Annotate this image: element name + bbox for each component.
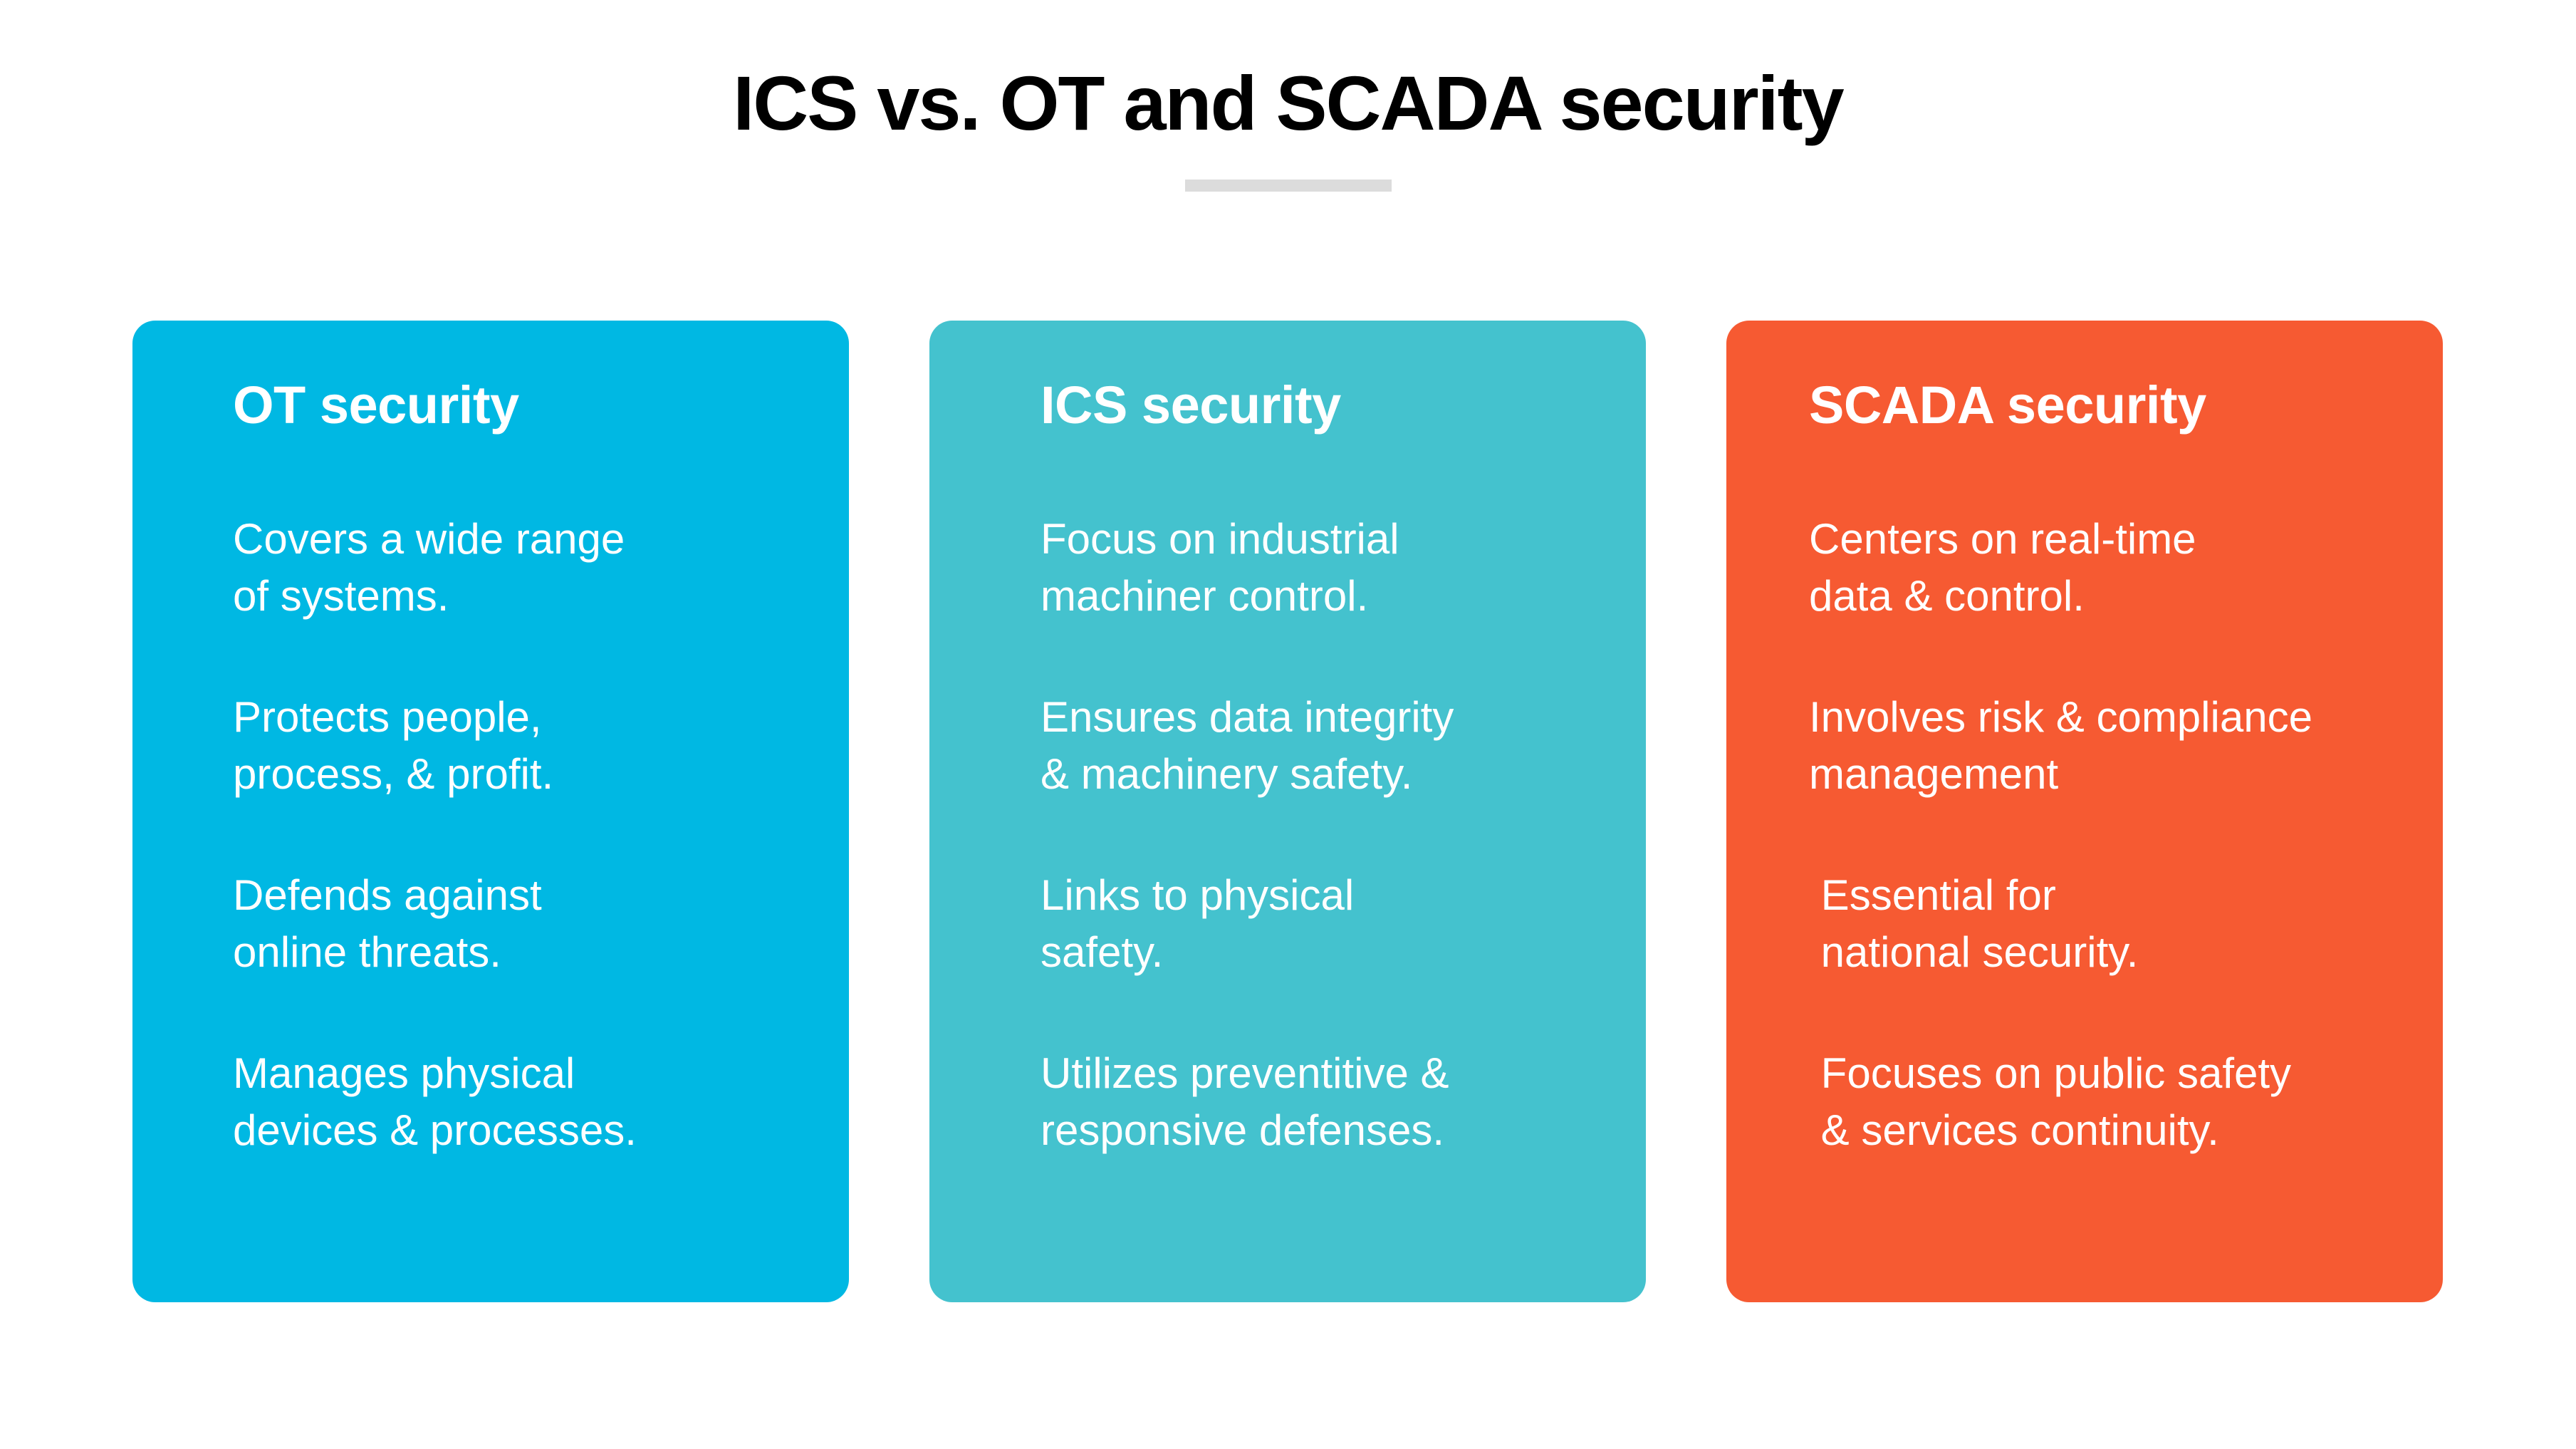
card-point: Utilizes preventitive & responsive defen… bbox=[1041, 1049, 1449, 1155]
card-point: Focuses on public safety & services cont… bbox=[1820, 1049, 2292, 1155]
card-point: Manages physical devices & processes. bbox=[233, 1049, 637, 1155]
card-point: Focus on industrial machiner control. bbox=[1041, 515, 1399, 620]
card-point: Links to physical safety. bbox=[1041, 871, 1355, 977]
card-point: Defends against online threats. bbox=[233, 871, 542, 977]
title-divider bbox=[1184, 180, 1392, 192]
card-heading: SCADA security bbox=[1809, 375, 2206, 435]
card-point: Covers a wide range of systems. bbox=[233, 515, 625, 620]
card-point: Ensures data integrity & machinery safet… bbox=[1041, 693, 1454, 799]
page-title: ICS vs. OT and SCADA security bbox=[733, 60, 1844, 146]
card-heading: OT security bbox=[233, 375, 519, 435]
card-heading: ICS security bbox=[1041, 375, 1341, 435]
card-point: Centers on real-time data & control. bbox=[1809, 515, 2196, 620]
card-point: Involves risk & compliance management bbox=[1809, 693, 2312, 799]
cards-row: OT security Covers a wide range of syste… bbox=[132, 321, 2443, 1302]
card-ics-security: ICS security Focus on industrial machine… bbox=[929, 321, 1646, 1302]
card-ot-security: OT security Covers a wide range of syste… bbox=[132, 321, 849, 1302]
card-point: Essential for national security. bbox=[1820, 871, 2139, 977]
card-scada-security: SCADA security Centers on real-time data… bbox=[1726, 321, 2443, 1302]
card-point: Protects people, process, & profit. bbox=[233, 693, 554, 799]
